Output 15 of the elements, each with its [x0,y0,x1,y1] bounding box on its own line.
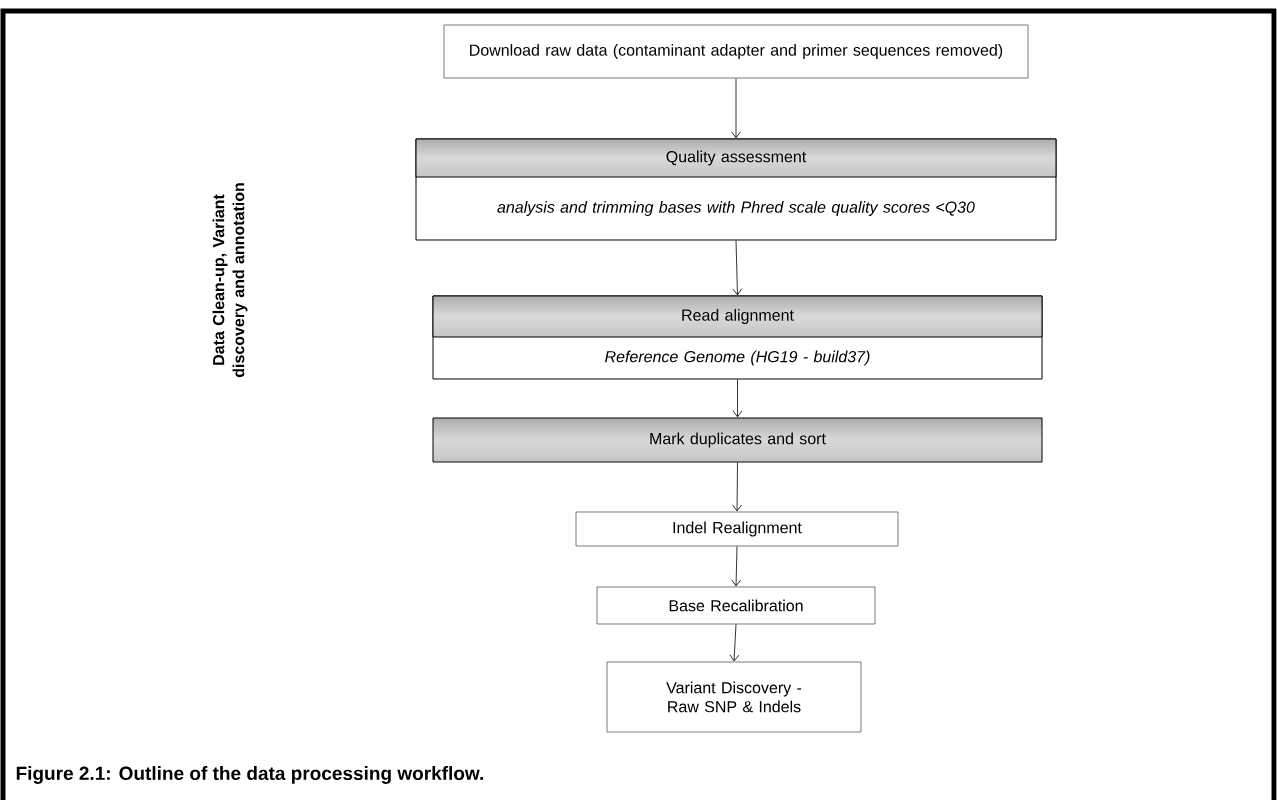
arrow [732,379,743,418]
arrow [729,624,740,662]
process-box: Base Recalibration [596,586,876,625]
arrow [732,462,742,512]
figure-caption: Figure 2.1: Outline of the data processing workflow. [16,766,483,784]
side-label: Data Clean-up, Variant discovery and annotation [212,183,248,378]
arrow [731,78,741,139]
process-box: Variant Discovery - Raw SNP & Indels [606,661,862,733]
process-box: Quality assessment analysis and trimming bases with Phred scale quality scores <Q30 [415,138,1057,241]
process-band: Mark duplicates and sort [432,417,1043,463]
arrow [731,546,742,587]
process-box: Indel Realignment [575,511,899,547]
process-box: Download raw data (contaminant adapter and primer sequences removed) [443,24,1029,79]
process-box: Read alignment Reference Genome (HG19 - build37) [432,295,1043,380]
arrow [732,240,743,296]
